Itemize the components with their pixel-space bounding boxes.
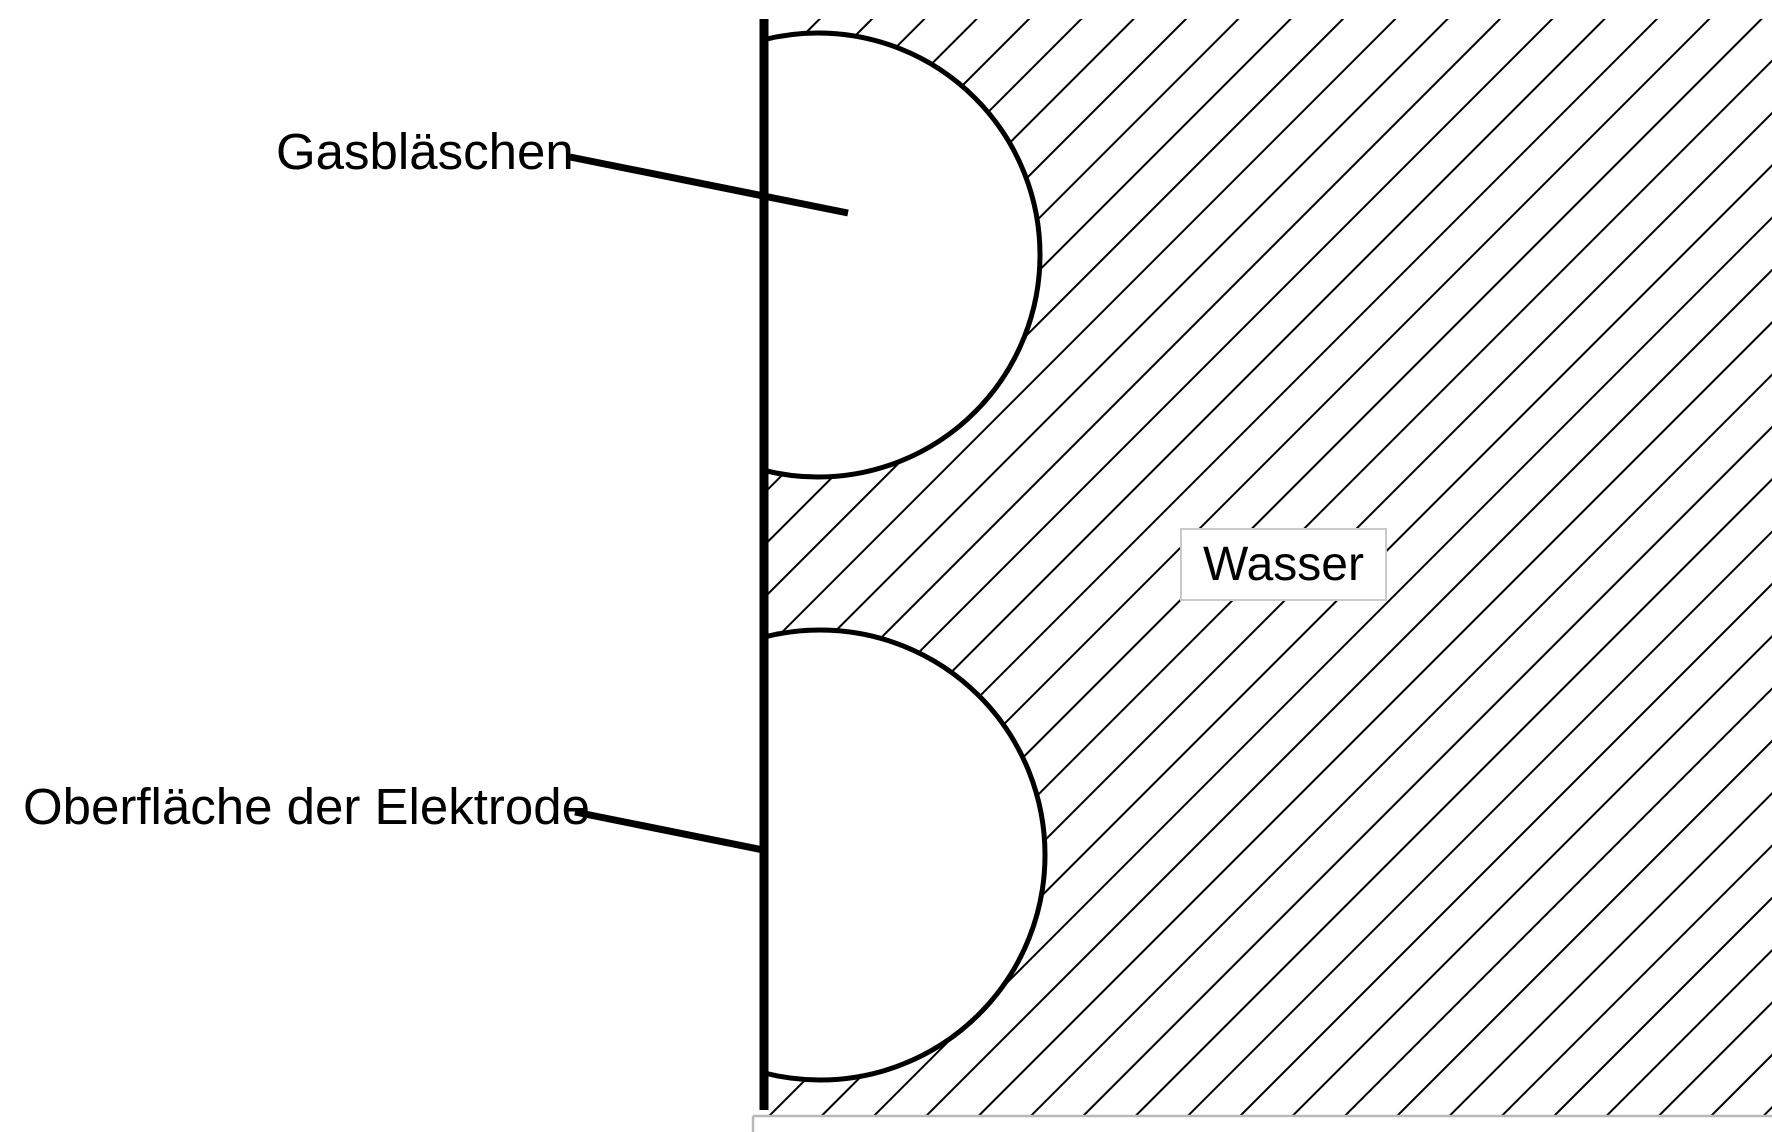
gas-bubble-upper [764,30,1043,480]
electrode-surface-leader-line [574,808,764,854]
water-label-box: Wasser [1180,528,1387,601]
gas-bubble-lower [764,627,1048,1083]
gas-bubble-label: Gasbläschen [276,123,574,180]
water-label: Wasser [1203,537,1364,591]
electrode-surface-label: Oberfläche der Elektrode [23,778,590,835]
gas-bubble-leader-line [569,153,849,217]
gas-bubbles-group [764,30,1048,1083]
